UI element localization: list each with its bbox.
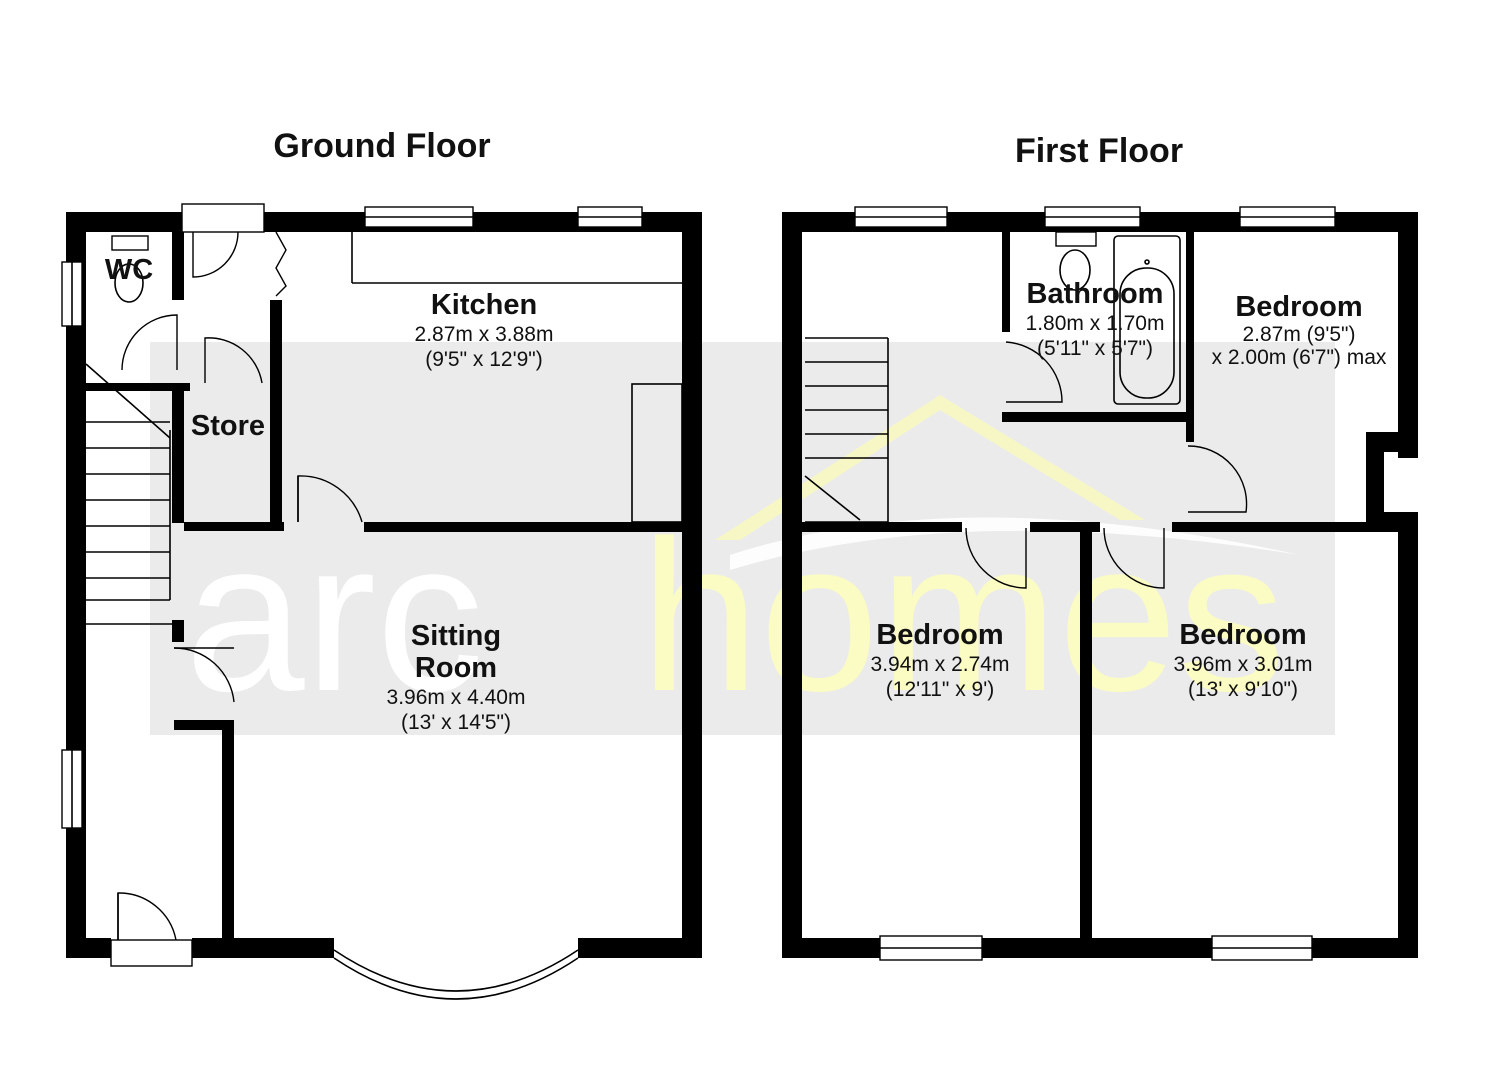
ground-floor-title: Ground Floor: [273, 127, 490, 165]
front-door-frame: [110, 939, 193, 967]
wall: [1172, 522, 1372, 532]
watermark: arc homes: [150, 342, 1335, 736]
wall: [1030, 522, 1100, 532]
wall: [86, 383, 190, 391]
door-swing: [1005, 341, 1063, 403]
wall: [364, 522, 682, 532]
door-swing: [173, 647, 235, 703]
wall: [174, 720, 234, 730]
door-swing: [1187, 445, 1248, 513]
door-swing: [297, 475, 363, 523]
wall: [1366, 432, 1384, 532]
room-label-bedroom-small: Bedroom: [1235, 291, 1362, 323]
wall: [782, 938, 1418, 958]
wall: [172, 620, 184, 642]
wall: [172, 383, 184, 523]
toilet: [1059, 249, 1091, 291]
watermark-brand-arc: arc: [185, 495, 484, 736]
room-dim-bedroom-small-line1: 2.87m (9'5"): [1242, 323, 1355, 346]
door-swing: [192, 231, 239, 278]
worktop: [631, 383, 683, 523]
room-dim-kitchen: 2.87m x 3.88m: [415, 323, 554, 346]
wall: [1002, 412, 1192, 422]
room-label-bathroom: Bathroom: [1027, 278, 1164, 310]
room-label-sitting-room-line1: Sitting: [411, 620, 501, 652]
wall: [1366, 512, 1418, 532]
room-dim-imperial-bedroom-right: (13' x 9'10"): [1188, 678, 1298, 701]
room-label-sitting-room-line2: Room: [415, 652, 497, 684]
wall: [66, 938, 111, 958]
door-swing: [965, 527, 1027, 589]
bifold-door: [275, 231, 287, 297]
room-label-store: Store: [191, 410, 265, 442]
room-dim-bedroom-right: 3.96m x 3.01m: [1174, 653, 1313, 676]
watermark-roof-icon: [715, 395, 1145, 540]
rear-door-frame: [181, 203, 265, 233]
wall: [682, 212, 702, 958]
wall: [782, 212, 802, 958]
wall: [1080, 532, 1092, 938]
wall: [1398, 512, 1418, 958]
first-floor-plan: [782, 206, 1418, 961]
wall: [172, 232, 184, 300]
door-swing: [1103, 527, 1165, 589]
door-swing: [117, 892, 177, 941]
wall: [270, 300, 282, 522]
ground-floor-plan: [61, 203, 702, 1000]
wall: [222, 720, 234, 940]
room-dim-imperial-bedroom-left: (12'11" x 9'): [886, 678, 994, 701]
room-label-bedroom-right: Bedroom: [1179, 619, 1306, 651]
door-swing: [121, 314, 178, 371]
first-floor-title: First Floor: [1015, 132, 1183, 170]
watermark-panel: [150, 342, 1335, 735]
wall: [578, 938, 702, 958]
bathtub: [1113, 235, 1181, 405]
wall: [1002, 232, 1010, 332]
room-label-wc: WC: [105, 254, 153, 286]
wall: [1186, 232, 1194, 442]
wall: [184, 522, 284, 531]
wall: [1398, 212, 1418, 458]
room-dim-sitting-room: 3.96m x 4.40m: [387, 686, 526, 709]
room-label-bedroom-left: Bedroom: [876, 619, 1003, 651]
toilet: [114, 263, 144, 303]
wall: [802, 522, 962, 532]
wall: [66, 212, 182, 232]
room-dim-bedroom-left: 3.94m x 2.74m: [871, 653, 1010, 676]
wall: [192, 938, 334, 958]
bay-window: [333, 957, 579, 1000]
room-dim-bedroom-small-line2: x 2.00m (6'7") max: [1212, 346, 1387, 369]
room-label-kitchen: Kitchen: [431, 289, 537, 321]
door-swing: [204, 337, 263, 384]
staircase: [85, 363, 174, 625]
watermark-brand-homes: homes: [640, 495, 1285, 736]
room-dim-bathroom: 1.80m x 1.70m: [1026, 312, 1165, 335]
room-dim-imperial-sitting-room: (13' x 14'5"): [401, 711, 511, 734]
bay-window: [333, 949, 579, 992]
room-dim-imperial-bathroom: (5'11" x 5'7"): [1037, 337, 1153, 360]
room-dim-imperial-kitchen: (9'5" x 12'9"): [425, 348, 542, 371]
